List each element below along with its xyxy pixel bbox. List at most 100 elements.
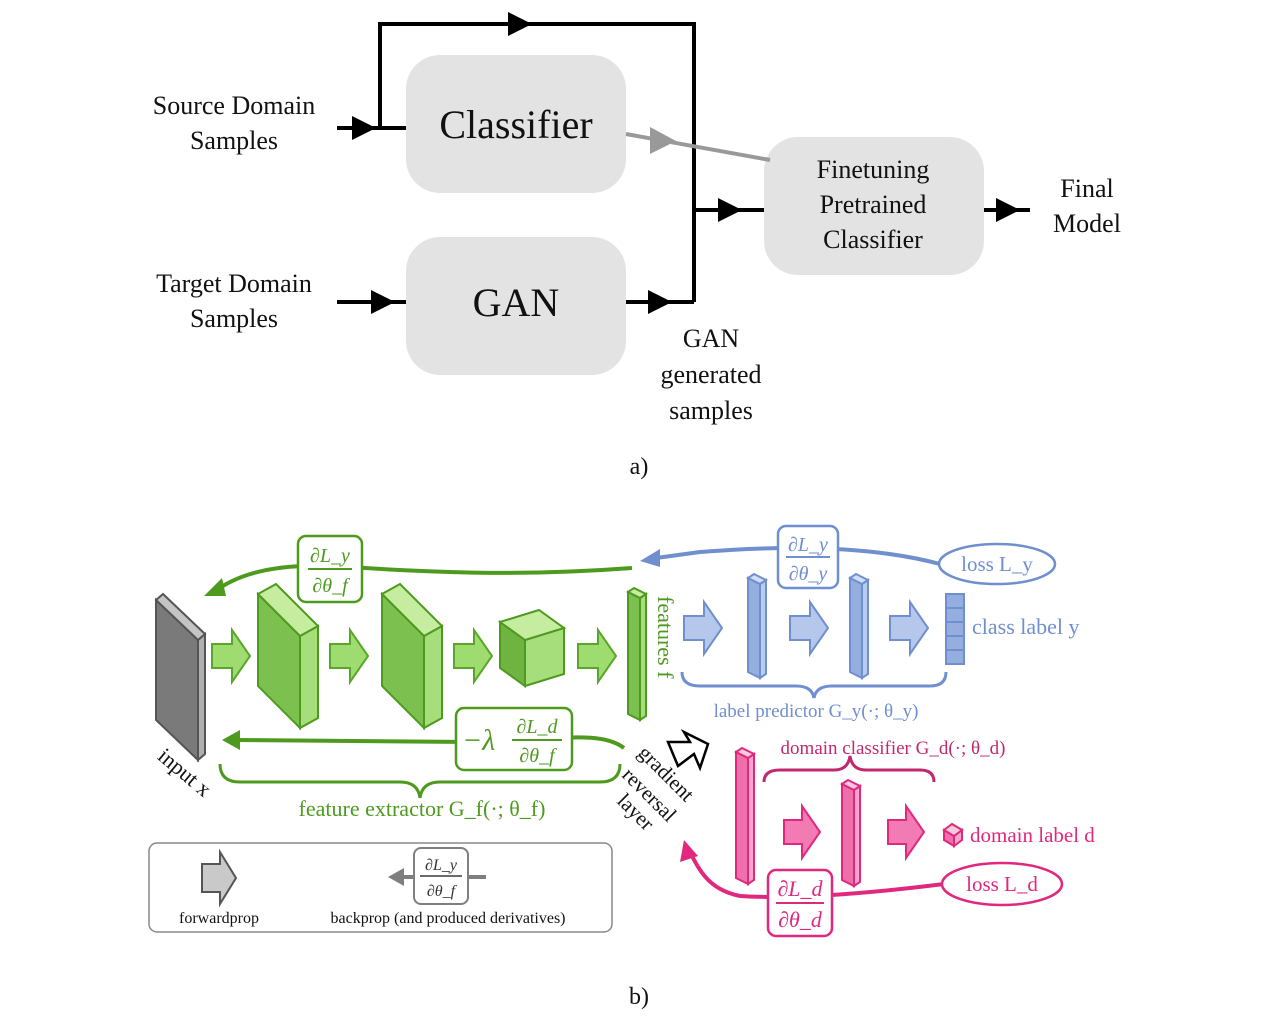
deriv-f-den: ∂θ_f <box>312 575 350 597</box>
domain-classifier-label: domain classifier G_d(·; θ_d) <box>781 738 1006 759</box>
domain-layer-1-top <box>734 746 756 760</box>
conv-layer-1-top <box>256 582 320 638</box>
classifier-to-finetune-line <box>625 132 771 162</box>
gradient-reversal-arrow <box>666 728 710 772</box>
forward-arrow <box>789 598 830 658</box>
feature-extractor-label: feature extractor G_f(·; θ_f) <box>299 796 546 821</box>
domain-classifier-brace <box>762 755 936 783</box>
arrowhead <box>718 198 742 222</box>
arrowhead-gray <box>650 127 676 154</box>
conv-layer-2-side <box>423 624 443 730</box>
legend-box <box>148 842 613 933</box>
gan-label: GAN <box>473 280 560 325</box>
deriv-d-den: ∂θ_d <box>778 907 823 932</box>
feature-extractor-layers <box>256 582 648 731</box>
legend-num: ∂L_y <box>425 857 458 874</box>
class-label-output <box>945 593 965 665</box>
arrowhead <box>352 116 376 140</box>
arrowhead <box>508 12 532 36</box>
arrowhead <box>680 840 698 862</box>
panel-b-caption: b) <box>629 984 649 1010</box>
domain-classifier-layers <box>734 746 964 888</box>
features-label: features f <box>653 596 678 679</box>
finetune-label-line3: Classifier <box>823 225 923 254</box>
backprop-pink <box>688 851 945 900</box>
label-layer-1-top <box>746 572 768 586</box>
conv-layer-3-top <box>497 608 567 642</box>
green-forward-arrows <box>211 626 618 686</box>
loss-y-ellipse <box>937 542 1057 586</box>
forward-arrow <box>577 626 618 686</box>
class-label-text: class label y <box>972 614 1080 639</box>
source-label-line2: Samples <box>190 126 278 155</box>
domain-layer-2 <box>841 782 855 888</box>
loss-y-label: loss L_y <box>961 552 1033 576</box>
forward-arrow <box>329 626 370 686</box>
target-label-line1: Target Domain <box>156 269 312 298</box>
label-predictor-layers <box>746 572 965 680</box>
label-layer-2 <box>849 576 863 680</box>
gan-box <box>406 237 626 375</box>
panel-a-caption: a) <box>630 454 649 480</box>
gan-samples-line2: generated <box>660 360 761 389</box>
forward-arrow <box>453 626 494 686</box>
loss-d-ellipse <box>940 861 1064 907</box>
features-layer-side <box>639 592 647 722</box>
legend-backward-label: backprop (and produced derivatives) <box>330 910 565 927</box>
deriv-y-den: ∂θ_y <box>789 563 828 585</box>
domain-layer-2-top <box>840 778 862 792</box>
arrowhead <box>222 730 240 750</box>
target-label-line2: Samples <box>190 304 278 333</box>
panel-a-arrowheads <box>352 12 1020 314</box>
deriv-f-num: ∂L_y <box>310 545 350 567</box>
input-label: input x <box>153 743 216 802</box>
domain-layer-1 <box>735 750 749 886</box>
feature-extractor-brace <box>218 763 622 799</box>
features-layer <box>627 590 641 722</box>
arrowhead <box>640 549 660 567</box>
gan-samples-line3: samples <box>669 396 753 425</box>
forward-arrow <box>683 598 724 658</box>
grl-label: gradient reversal layer <box>612 741 699 836</box>
final-model-line1: Final <box>1060 174 1113 203</box>
loss-d-label: loss L_d <box>966 872 1038 896</box>
label-predictor-label: label predictor G_y(·; θ_y) <box>714 701 919 722</box>
features-layer-top <box>626 586 648 600</box>
forward-arrow <box>211 626 252 686</box>
arrowhead <box>371 290 395 314</box>
label-layer-1 <box>747 576 761 680</box>
domain-layer-2-side <box>853 784 861 888</box>
forward-arrow <box>887 802 926 862</box>
legend-forward-label: forwardprop <box>179 910 259 927</box>
domain-label-text: domain label d <box>970 823 1095 847</box>
label-layer-2-top <box>848 572 870 586</box>
label-predictor-brace <box>680 671 948 699</box>
classifier-label: Classifier <box>439 102 592 147</box>
conv-layer-1-side <box>299 624 319 730</box>
panel-b: input x features f feature extractor G_f… <box>148 524 1095 1010</box>
final-model-line2: Model <box>1053 209 1121 238</box>
gan-samples-line1: GAN <box>683 324 740 353</box>
finetune-label-line2: Pretrained <box>820 190 927 219</box>
arrowhead <box>648 290 672 314</box>
forward-arrow <box>889 598 930 658</box>
deriv-d-num: ∂L_d <box>777 876 823 901</box>
forward-arrow <box>783 802 822 862</box>
domain-layer-1-side <box>747 752 755 886</box>
input-slab <box>154 592 207 763</box>
arrowhead <box>388 868 404 886</box>
blue-forward-arrows <box>683 598 930 658</box>
source-bypass-line <box>378 22 696 302</box>
conv-layer-2-top <box>380 582 444 638</box>
label-layer-1-side <box>759 578 767 680</box>
reversal-den: ∂θ_f <box>519 745 557 767</box>
classifier-box <box>406 55 626 193</box>
arrowhead <box>996 198 1020 222</box>
source-label-line1: Source Domain <box>153 91 315 120</box>
deriv-y-num: ∂L_y <box>788 534 828 556</box>
finetune-label-line1: Finetuning <box>817 155 930 184</box>
finetune-box <box>764 137 984 275</box>
reversal-prefix: −λ <box>462 724 495 757</box>
reversal-num: ∂L_d <box>516 716 558 738</box>
